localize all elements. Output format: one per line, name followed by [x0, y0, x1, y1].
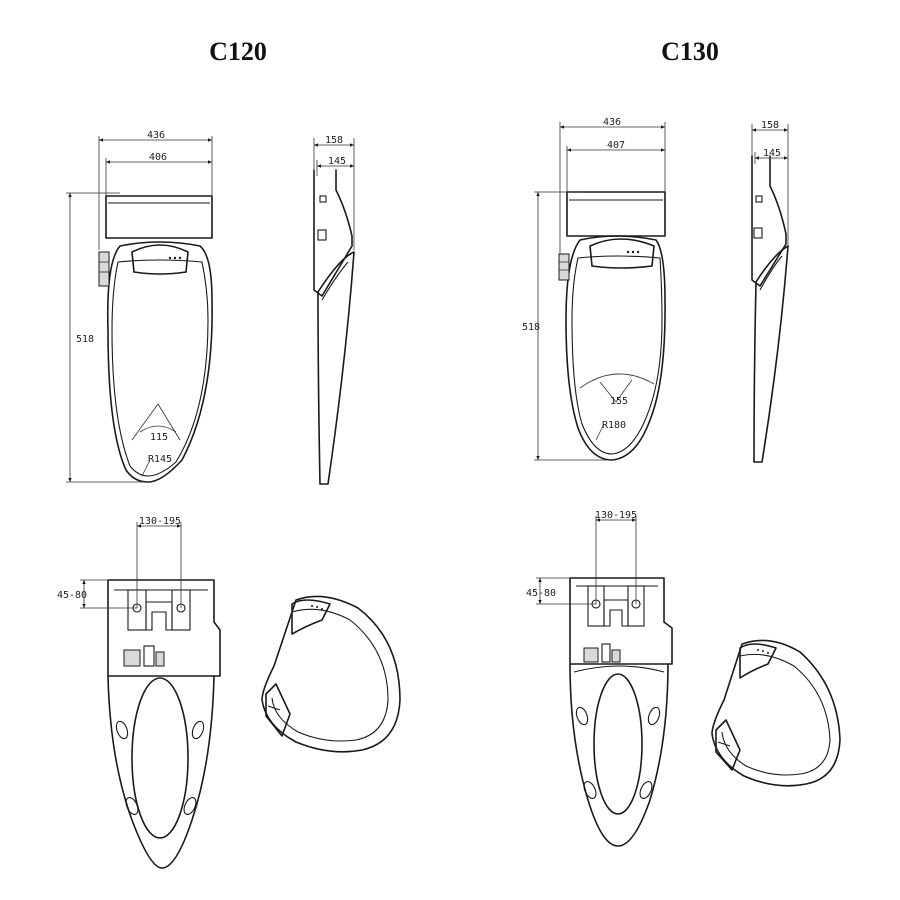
c120-depth-inner-label: 145 — [328, 156, 346, 167]
c120-width-inner-label: 406 — [149, 152, 167, 163]
c130-bottom-view: 130-195 45-80 — [526, 510, 673, 847]
c120-bracket-span-label: 130-195 — [139, 516, 181, 527]
c130-bracket-span-label: 130-195 — [595, 510, 637, 521]
c130-angle-label: 155 — [610, 396, 628, 407]
c120-radius-label: R145 — [148, 454, 172, 465]
model-c130: C130 436 407 518 155 R180 — [522, 37, 841, 847]
c130-top-view: 436 407 518 155 R180 — [522, 117, 666, 461]
c130-isometric-view — [711, 639, 841, 787]
c120-isometric-view — [261, 595, 401, 753]
c130-width-outer-label: 436 — [603, 117, 621, 128]
model-c120: C120 — [57, 37, 401, 869]
c120-depth-outer-label: 158 — [325, 135, 343, 146]
c130-width-inner-label: 407 — [607, 140, 625, 151]
c130-length-label: 518 — [522, 322, 540, 333]
c130-depth-outer-label: 158 — [761, 120, 779, 131]
c120-angle-label: 115 — [150, 432, 168, 443]
c120-width-outer-label: 436 — [147, 130, 165, 141]
c120-bottom-view: 130-195 45-80 — [57, 516, 221, 869]
c130-depth-inner-label: 145 — [763, 148, 781, 159]
model-title-c130: C130 — [661, 37, 719, 66]
c120-length-label: 518 — [76, 334, 94, 345]
model-title-c120: C120 — [209, 37, 267, 66]
c130-bracket-offset-label: 45-80 — [526, 588, 556, 599]
c130-side-view: 158 145 — [751, 120, 789, 463]
c120-top-view: 436 406 518 115 R145 — [66, 130, 213, 483]
c120-bracket-offset-label: 45-80 — [57, 590, 87, 601]
c130-radius-label: R180 — [602, 420, 626, 431]
c120-side-view: 158 145 — [313, 135, 355, 485]
